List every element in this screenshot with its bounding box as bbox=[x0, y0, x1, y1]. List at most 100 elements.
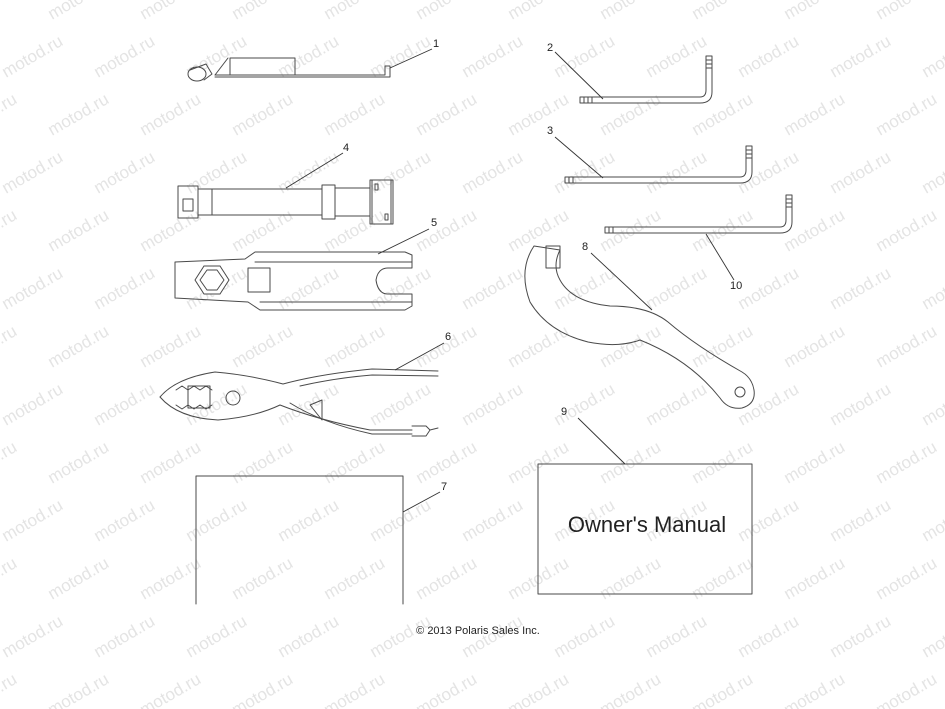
watermark-text: motod.ru bbox=[643, 611, 711, 661]
watermark-text: motod.ru bbox=[367, 379, 435, 429]
watermark-text: motod.ru bbox=[827, 263, 895, 313]
copyright-footer: © 2013 Polaris Sales Inc. bbox=[416, 625, 540, 637]
watermark-text: motod.ru bbox=[0, 205, 20, 255]
watermark-text: motod.ru bbox=[643, 147, 711, 197]
watermark-text: motod.ru bbox=[413, 89, 481, 139]
watermark-text: motod.ru bbox=[45, 0, 113, 23]
watermark-text: motod.ru bbox=[45, 89, 113, 139]
part-7-sheet bbox=[195, 475, 404, 605]
watermark-text: motod.ru bbox=[459, 263, 527, 313]
watermark-text: motod.ru bbox=[91, 611, 159, 661]
watermark-text: motod.ru bbox=[505, 321, 573, 371]
watermark-text: motod.ru bbox=[45, 205, 113, 255]
watermark-text: motod.ru bbox=[413, 437, 481, 487]
watermark-text: motod.ru bbox=[919, 147, 945, 197]
watermark-text: motod.ru bbox=[413, 321, 481, 371]
watermark-text: motod.ru bbox=[413, 669, 481, 709]
watermark-text: motod.ru bbox=[275, 31, 343, 81]
watermark-text: motod.ru bbox=[321, 553, 389, 603]
watermark-text: motod.ru bbox=[551, 379, 619, 429]
watermark-text: motod.ru bbox=[0, 263, 66, 313]
watermark-text: motod.ru bbox=[643, 379, 711, 429]
part-4-socket-wrench bbox=[177, 179, 394, 225]
watermark-text: motod.ru bbox=[0, 379, 66, 429]
watermark-text: motod.ru bbox=[643, 263, 711, 313]
watermark-text: motod.ru bbox=[919, 379, 945, 429]
part-8-spanner-wrench bbox=[524, 245, 755, 409]
watermark-text: motod.ru bbox=[551, 147, 619, 197]
watermark-text: motod.ru bbox=[0, 147, 66, 197]
watermark-text: motod.ru bbox=[45, 669, 113, 709]
watermark-text: motod.ru bbox=[735, 147, 803, 197]
watermark-text: motod.ru bbox=[91, 31, 159, 81]
watermark-text: motod.ru bbox=[137, 553, 205, 603]
watermark-text: motod.ru bbox=[597, 437, 665, 487]
callout-3: 3 bbox=[547, 125, 553, 137]
watermark-text: motod.ru bbox=[321, 669, 389, 709]
watermark-text: motod.ru bbox=[781, 437, 849, 487]
watermark-text: motod.ru bbox=[597, 0, 665, 23]
watermark-text: motod.ru bbox=[0, 669, 20, 709]
watermark-text: motod.ru bbox=[551, 31, 619, 81]
part-1-clip bbox=[187, 57, 391, 82]
watermark-text: motod.ru bbox=[781, 89, 849, 139]
watermark-text: motod.ru bbox=[781, 321, 849, 371]
callout-1: 1 bbox=[433, 38, 439, 50]
watermark-text: motod.ru bbox=[919, 31, 945, 81]
watermark-text: motod.ru bbox=[689, 437, 757, 487]
watermark-text: motod.ru bbox=[689, 321, 757, 371]
watermark-text: motod.ru bbox=[735, 263, 803, 313]
watermark-text: motod.ru bbox=[551, 611, 619, 661]
watermark-text: motod.ru bbox=[91, 263, 159, 313]
watermark-text: motod.ru bbox=[137, 437, 205, 487]
watermark-text: motod.ru bbox=[873, 669, 941, 709]
callout-7: 7 bbox=[441, 481, 447, 493]
watermark-text: motod.ru bbox=[413, 205, 481, 255]
watermark-text: motod.ru bbox=[505, 669, 573, 709]
watermark-text: motod.ru bbox=[919, 611, 945, 661]
watermark-text: motod.ru bbox=[781, 205, 849, 255]
watermark-text: motod.ru bbox=[873, 0, 941, 23]
watermark-text: motod.ru bbox=[781, 669, 849, 709]
watermark-text: motod.ru bbox=[597, 669, 665, 709]
part-5-wrench bbox=[174, 251, 413, 311]
watermark-text: motod.ru bbox=[689, 553, 757, 603]
part-3-hex-key bbox=[564, 145, 753, 184]
manual-title: Owner's Manual bbox=[568, 512, 726, 537]
watermark-text: motod.ru bbox=[735, 31, 803, 81]
watermark-text: motod.ru bbox=[321, 0, 389, 23]
watermark-text: motod.ru bbox=[505, 205, 573, 255]
watermark-text: motod.ru bbox=[597, 205, 665, 255]
watermark-text: motod.ru bbox=[183, 495, 251, 545]
watermark-text: motod.ru bbox=[137, 205, 205, 255]
callout-4: 4 bbox=[343, 142, 349, 154]
watermark-text: motod.ru bbox=[459, 495, 527, 545]
watermark-text: motod.ru bbox=[137, 321, 205, 371]
watermark-text: motod.ru bbox=[827, 379, 895, 429]
watermark-text: motod.ru bbox=[321, 437, 389, 487]
watermark-text: motod.ru bbox=[0, 495, 66, 545]
watermark-text: motod.ru bbox=[0, 89, 20, 139]
watermark-text: motod.ru bbox=[137, 89, 205, 139]
watermark-text: motod.ru bbox=[413, 553, 481, 603]
watermark-text: motod.ru bbox=[0, 611, 66, 661]
watermark-text: motod.ru bbox=[919, 495, 945, 545]
watermark-text: motod.ru bbox=[367, 263, 435, 313]
watermark-text: motod.ru bbox=[919, 263, 945, 313]
watermark-text: motod.ru bbox=[275, 495, 343, 545]
watermark-text: motod.ru bbox=[873, 321, 941, 371]
watermark-text: motod.ru bbox=[275, 611, 343, 661]
watermark-text: motod.ru bbox=[367, 495, 435, 545]
watermark-text: motod.ru bbox=[229, 669, 297, 709]
watermark-text: motod.ru bbox=[505, 0, 573, 23]
watermark-text: motod.ru bbox=[91, 379, 159, 429]
watermark-text: motod.ru bbox=[827, 31, 895, 81]
leader-lines bbox=[285, 48, 735, 513]
watermark-text: motod.ru bbox=[183, 611, 251, 661]
watermark-text: motod.ru bbox=[689, 669, 757, 709]
callout-6: 6 bbox=[445, 331, 451, 343]
watermark-text: motod.ru bbox=[827, 611, 895, 661]
callout-2: 2 bbox=[547, 42, 553, 54]
